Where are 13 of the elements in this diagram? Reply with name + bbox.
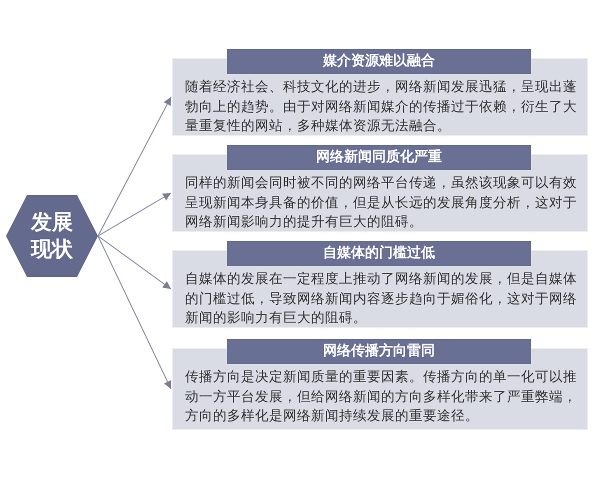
panel-heading: 媒介资源难以融合: [227, 49, 531, 74]
arrow: [98, 192, 172, 236]
arrow: [98, 236, 172, 290]
arrow: [98, 96, 172, 236]
panel-text: 同样的新闻会同时被不同的网络平台传递，虽然该现象可以有效呈现新闻本身具备的价值，但是从长远的发展角度分析，这对于网络新闻影响力的提升有巨大的阻碍。: [185, 174, 578, 232]
panel-heading: 网络传播方向雷同: [227, 339, 531, 364]
panel-text: 自媒体的发展在一定程度上推动了网络新闻的发展，但是自媒体的门槛过低，导致网络新闻内容逐步趋向于媚俗化，这对于网络新闻的影响力有巨大的阻碍。: [185, 270, 578, 328]
arrow: [98, 236, 172, 390]
node-title: 发展现状: [30, 208, 74, 263]
panel-text: 随着经济社会、科技文化的进步，网络新闻发展迅猛，呈现出蓬勃向上的趋势。由于对网络新闻媒介的传播过于依赖，衍生了大量重复性的网站，多种媒体资源无法融合。: [185, 78, 578, 136]
panel-text: 传播方向是决定新闻质量的重要因素。传播方向的单一化可以推动一方平台发展，但给网络新闻的方向多样化带来了严重弊端，方向的多样化是网络新闻持续发展的重要途径。: [185, 368, 578, 426]
panel-heading: 网络新闻同质化严重: [227, 145, 531, 170]
panel-heading: 自媒体的门槛过低: [227, 241, 531, 266]
